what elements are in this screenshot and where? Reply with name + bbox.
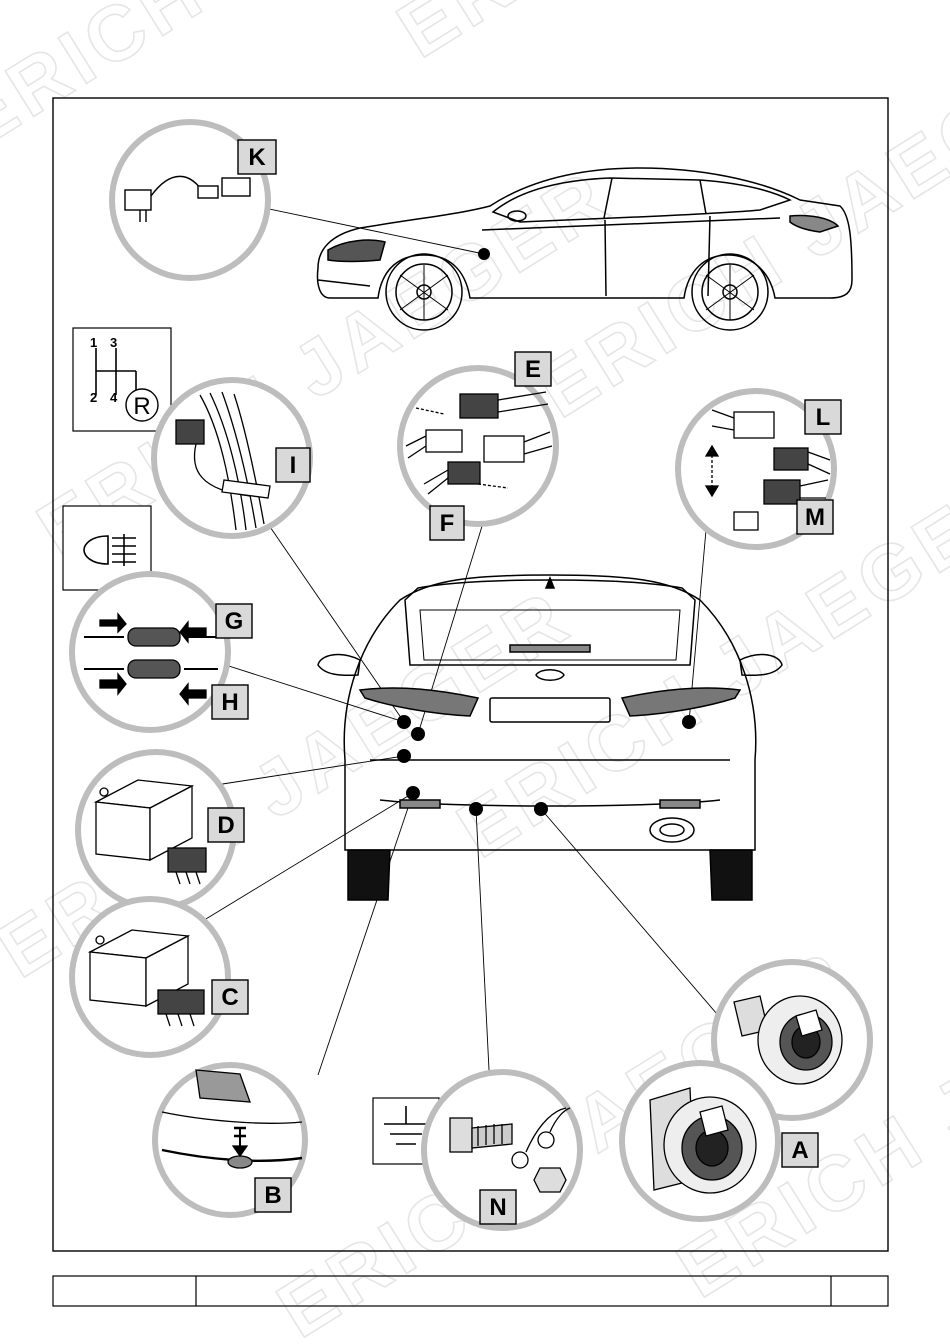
gear-number-2: 2 xyxy=(90,390,97,405)
callout-label-L: L xyxy=(816,404,831,431)
callout-label-H: H xyxy=(221,689,238,716)
callout-label-E: E xyxy=(525,356,541,383)
callout-label-N: N xyxy=(489,1194,506,1221)
socket-13-pin-icon xyxy=(622,1063,778,1219)
callout-label-C: C xyxy=(221,984,238,1011)
detail-EF-connectors xyxy=(400,368,556,524)
detail-C-module xyxy=(72,899,228,1055)
detail-GH-butt-connectors xyxy=(72,574,228,730)
callout-label-K: K xyxy=(248,144,266,171)
callout-label-D: D xyxy=(217,812,234,839)
callout-label-F: F xyxy=(440,510,455,537)
gear-reverse-letter: R xyxy=(133,393,150,420)
callout-label-G: G xyxy=(225,608,244,635)
reverse-gear-icon xyxy=(73,328,171,431)
gear-number-3: 3 xyxy=(110,335,117,350)
callout-label-B: B xyxy=(264,1182,281,1209)
watermark-text: ERICH JAEGER xyxy=(382,0,950,74)
gear-number-4: 4 xyxy=(110,390,118,405)
gear-number-1: 1 xyxy=(90,335,97,350)
callout-label-M: M xyxy=(805,504,825,531)
callout-label-I: I xyxy=(290,452,297,479)
callout-label-A: A xyxy=(791,1137,808,1164)
